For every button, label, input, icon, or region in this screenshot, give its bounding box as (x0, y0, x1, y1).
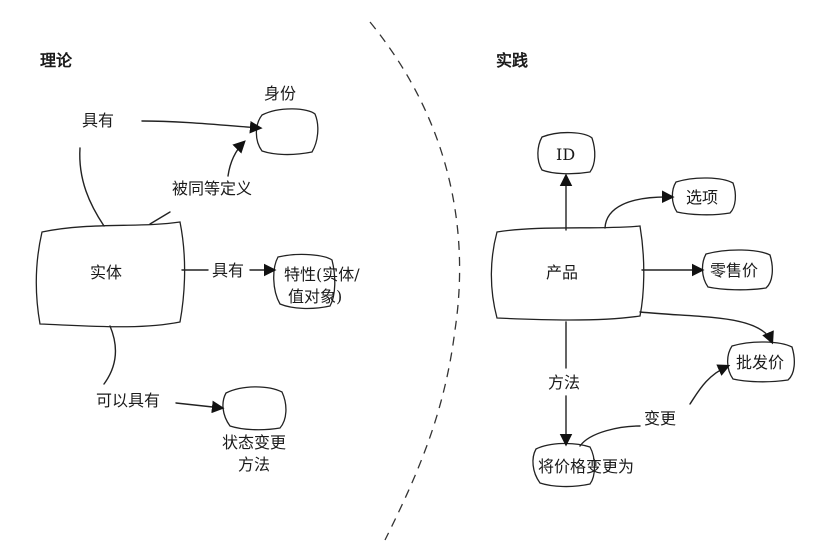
identity-label: 身份 (264, 84, 297, 103)
change-label: 变更 (644, 409, 677, 428)
entity-shape (35, 221, 186, 328)
has-identity-arrow (141, 120, 263, 134)
attributes-shape (273, 253, 336, 310)
practice-heading: 实践 (496, 51, 529, 70)
wholesale-price-label: 批发价 (736, 353, 785, 372)
entity-to-has-line (79, 147, 105, 227)
state-change-label-line1: 状态变更 (222, 433, 287, 452)
state-change-shape (222, 386, 287, 431)
attributes-label-line2: 值对象) (288, 287, 343, 306)
divider-curve (369, 21, 461, 541)
defined-by-equality-arrow (227, 140, 246, 177)
product-label: 产品 (546, 263, 579, 282)
has-attributes-label: 具有 (212, 261, 245, 280)
change-to-wholesale-arrow (689, 364, 731, 405)
entity-to-defined-line (149, 211, 171, 225)
options-label: 选项 (686, 188, 719, 207)
id-label: ID (556, 145, 576, 164)
change-price-shape (532, 442, 596, 488)
may-have-label: 可以具有 (96, 391, 161, 410)
entity-label: 实体 (90, 263, 123, 282)
entity-to-may-have-line (103, 325, 117, 385)
has-identity-label: 具有 (82, 111, 115, 130)
id-shape (537, 131, 596, 175)
product-to-wholesale-arrow (639, 311, 774, 345)
may-have-arrow (175, 400, 225, 414)
attributes-label-line1: 特性(实体/ (284, 265, 360, 284)
defined-by-equality-label: 被同等定义 (172, 179, 253, 198)
product-to-options-arrow (604, 190, 675, 229)
retail-price-shape (701, 249, 773, 291)
change-price-to-change-line (579, 425, 641, 447)
theory-heading: 理论 (40, 51, 73, 70)
method-label: 方法 (548, 373, 581, 392)
change-price-to-label: 将价格变更为 (538, 457, 635, 476)
product-shape (490, 225, 645, 321)
identity-shape (255, 108, 319, 156)
options-shape (671, 177, 737, 216)
retail-price-label: 零售价 (710, 261, 759, 280)
state-change-label-line2: 方法 (238, 455, 271, 474)
